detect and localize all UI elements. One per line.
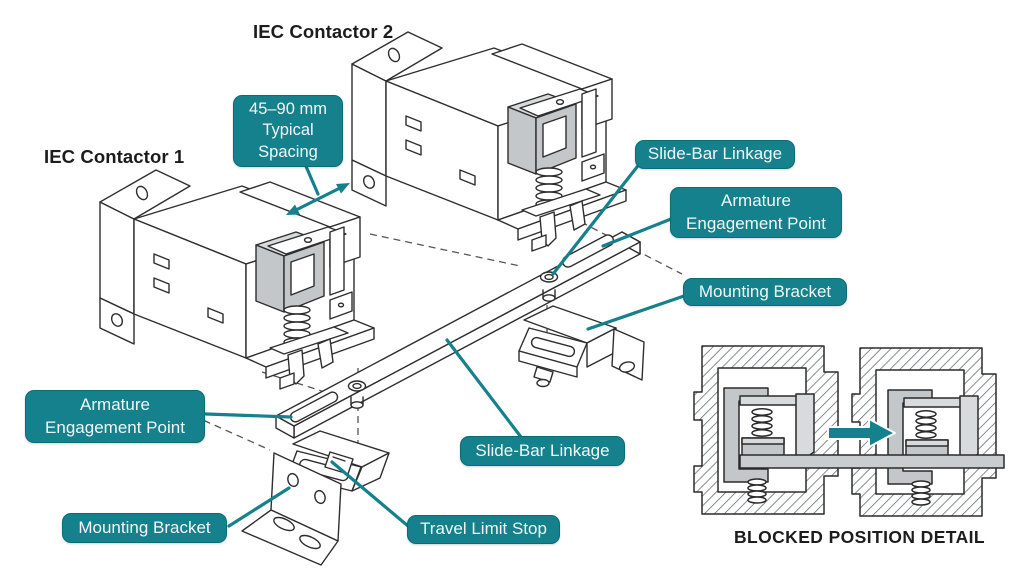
leader-armature-left xyxy=(204,412,293,419)
callout-slide-bar-linkage-bottom: Slide-Bar Linkage xyxy=(460,436,625,466)
leader-travel-stop xyxy=(330,460,410,528)
right-arrow-icon xyxy=(827,418,896,448)
leader-slide-bar-bottom xyxy=(445,338,523,439)
double-headed-arrow-icon xyxy=(286,162,350,215)
blocked-position-detail-caption: BLOCKED POSITION DETAIL xyxy=(734,527,985,547)
callout-armature-engagement-top: Armature Engagement Point xyxy=(670,187,842,238)
callout-travel-limit-stop: Travel Limit Stop xyxy=(407,515,560,544)
callout-line: Armature xyxy=(80,395,150,415)
callout-line: Travel Limit Stop xyxy=(420,519,547,539)
callout-mounting-bracket-left: Mounting Bracket xyxy=(62,513,227,543)
callout-slide-bar-linkage-top: Slide-Bar Linkage xyxy=(635,140,795,169)
slide-bar-drawing xyxy=(275,231,641,439)
blocked-position-detail-drawing xyxy=(693,345,1005,517)
leader-lines xyxy=(204,165,686,528)
callout-line: Slide-Bar Linkage xyxy=(647,144,783,164)
detail-slide-bar xyxy=(739,454,1005,469)
callout-line: Armature xyxy=(721,191,791,211)
detail-unit-right xyxy=(851,347,997,517)
contactor-2-label: IEC Contactor 2 xyxy=(253,21,394,42)
mounting-bracket-left-drawing xyxy=(241,430,390,566)
callout-line: Typical xyxy=(262,121,314,140)
leader-mounting-left xyxy=(227,486,291,528)
callout-line: 45–90 mm xyxy=(249,99,327,118)
contactor-2-drawing xyxy=(351,31,627,252)
callout-line: Spacing xyxy=(258,142,318,161)
leader-armature-top xyxy=(601,217,673,248)
callout-typical-spacing: 45–90 mm Typical Spacing xyxy=(233,95,343,167)
contactor-1-drawing xyxy=(99,169,375,390)
callout-mounting-bracket-right: Mounting Bracket xyxy=(683,278,847,306)
leader-slide-bar-top xyxy=(551,165,639,276)
mounting-bracket-right-drawing xyxy=(518,305,645,388)
detail-unit-left xyxy=(693,345,839,515)
callout-line: Mounting Bracket xyxy=(78,517,211,537)
leader-mounting-right xyxy=(586,294,686,331)
callout-line: Engagement Point xyxy=(45,417,185,437)
callout-line: Engagement Point xyxy=(686,213,826,233)
callout-line: Slide-Bar Linkage xyxy=(475,440,610,460)
callout-line: Mounting Bracket xyxy=(698,281,832,301)
contactor-1-label: IEC Contactor 1 xyxy=(44,146,185,167)
callout-armature-engagement-left: Armature Engagement Point xyxy=(25,390,205,443)
